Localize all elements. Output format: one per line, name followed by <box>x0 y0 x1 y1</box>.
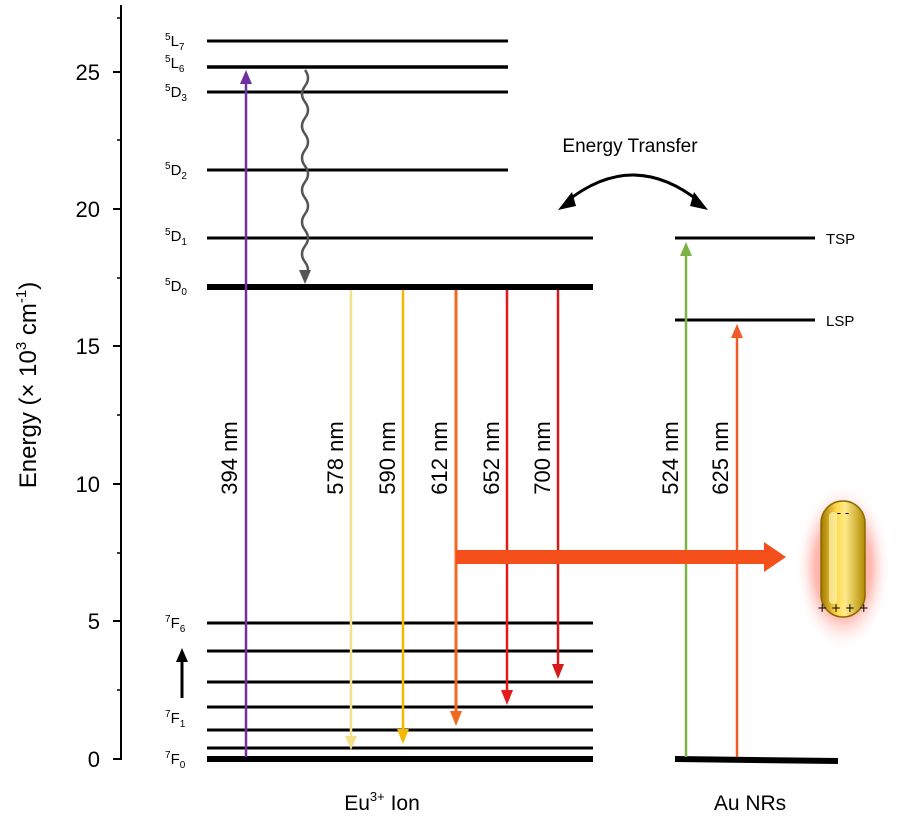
label-5L7: 5L7 <box>165 32 185 53</box>
au-levels: TSP LSP <box>674 231 855 764</box>
emission-578-arrow <box>345 290 357 750</box>
label-5D0: 5D0 <box>165 277 187 298</box>
au-nrs-label: Au NRs <box>714 792 786 815</box>
eu-ion-label: Eu3+ Ion <box>344 789 420 815</box>
y-axis-title: Energy (× 103 cm-1) <box>13 282 42 488</box>
label-524nm: 524 nm <box>658 421 683 494</box>
y-tick-label-0: 0 <box>88 747 100 772</box>
label-652nm: 652 nm <box>479 421 504 494</box>
emission-652-arrow <box>501 290 513 705</box>
y-tick-label-10: 10 <box>76 472 100 497</box>
label-5D2: 5D2 <box>165 161 187 182</box>
state-labels: 5L7 5L6 5D3 5D2 5D1 5D0 7F6 7F1 7F0 <box>165 32 187 771</box>
negative-charges: - - <box>837 506 849 520</box>
y-tick-label-25: 25 <box>76 60 100 85</box>
au-625-arrow <box>731 324 743 757</box>
label-lsp: LSP <box>826 313 854 330</box>
label-578nm: 578 nm <box>323 421 348 494</box>
y-tick-label-15: 15 <box>76 334 100 359</box>
label-7F0: 7F0 <box>165 750 186 771</box>
au-arrows <box>680 242 743 757</box>
label-625nm: 625 nm <box>708 421 733 494</box>
positive-charges: + + + + <box>817 601 869 615</box>
level-au-ground <box>674 756 839 764</box>
label-7F6: 7F6 <box>165 614 186 635</box>
excitation-arrow <box>240 70 252 757</box>
y-tick-label-5: 5 <box>88 609 100 634</box>
y-tick-label-20: 20 <box>76 197 100 222</box>
au-524-arrow <box>680 242 692 757</box>
label-394nm: 394 nm <box>217 421 242 494</box>
gold-nanorod-image: - - + + + + <box>795 482 891 652</box>
eu-levels <box>207 39 593 762</box>
emission-590-arrow <box>397 290 409 744</box>
j-increase-arrow <box>176 648 188 698</box>
y-axis: 0 5 10 15 20 25 Energy (× 103 cm-1) <box>13 5 122 772</box>
label-5D3: 5D3 <box>165 83 187 104</box>
emission-612-arrow <box>450 290 462 726</box>
transfer-to-nanorod-arrow <box>456 542 786 572</box>
transition-arrows <box>240 69 564 757</box>
label-7F1: 7F1 <box>165 709 186 730</box>
label-5D1: 5D1 <box>165 227 187 248</box>
energy-transfer-label: Energy Transfer <box>562 136 698 157</box>
emission-700-arrow <box>552 290 564 679</box>
wavelength-labels: 394 nm 578 nm 590 nm 612 nm 652 nm 700 n… <box>217 421 733 494</box>
label-612nm: 612 nm <box>427 421 452 494</box>
label-tsp: TSP <box>826 231 855 248</box>
energy-transfer-arrow: Energy Transfer <box>558 136 708 210</box>
label-590nm: 590 nm <box>375 421 400 494</box>
relaxation-wavy-arrow <box>299 69 311 284</box>
label-5L6: 5L6 <box>165 54 185 75</box>
label-700nm: 700 nm <box>530 421 555 494</box>
